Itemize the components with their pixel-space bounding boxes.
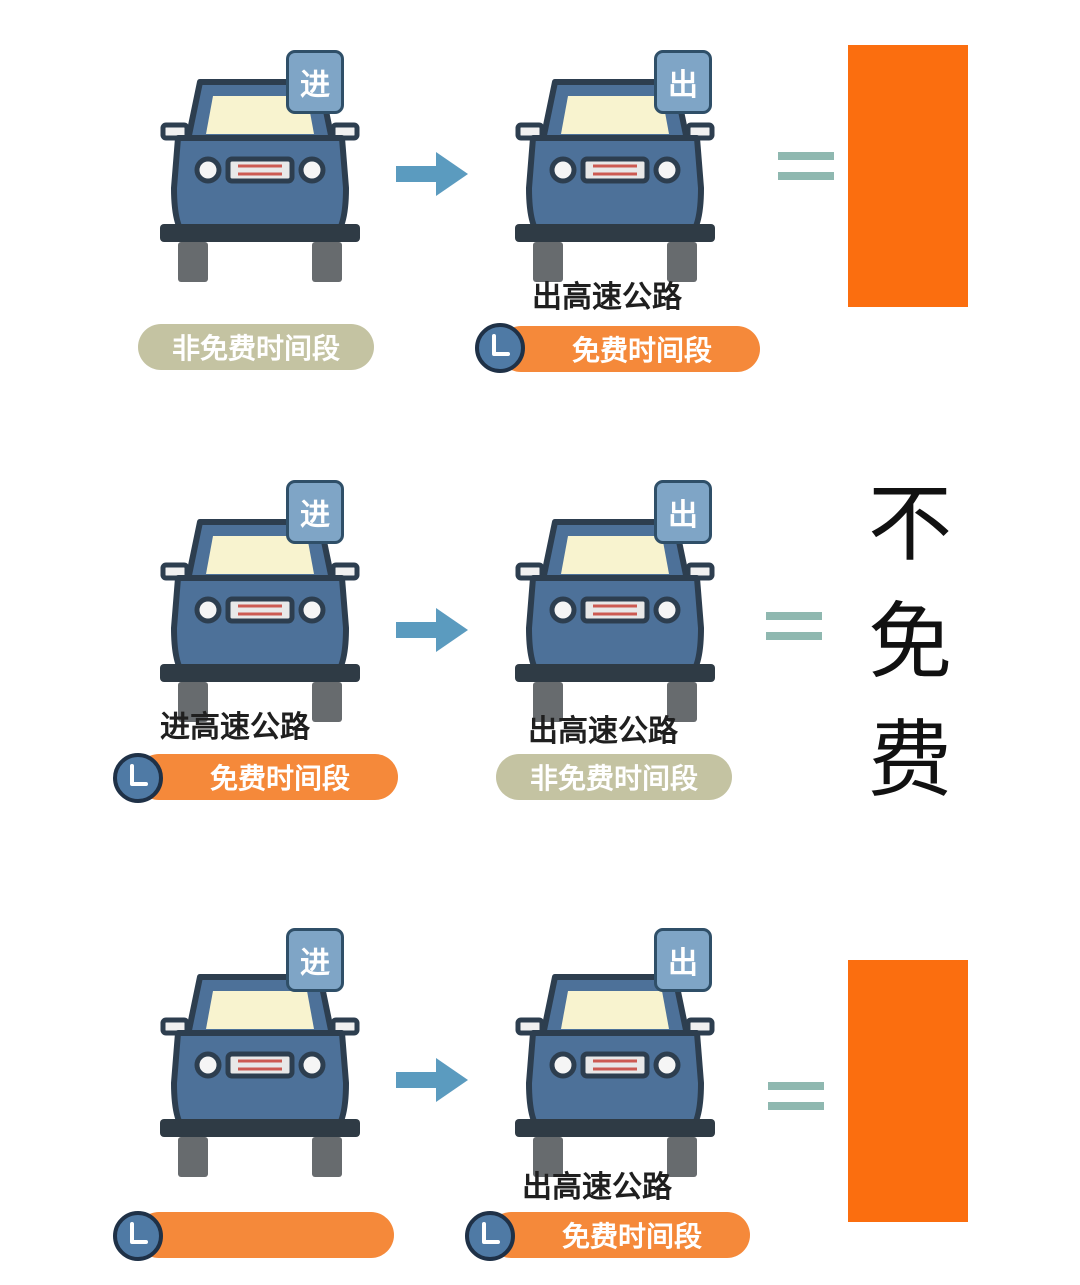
clock-icon (112, 752, 164, 804)
equals-icon (778, 152, 834, 182)
exit-badge: 出 (654, 480, 712, 544)
clock-icon (112, 1210, 164, 1262)
free-period-pill: 免费时间段 (136, 754, 398, 800)
result-box (848, 960, 968, 1222)
exit-highway-label: 出高速公路 (532, 280, 682, 315)
enter-badge: 进 (286, 480, 344, 544)
scenario-row-2: 进 出 进高速公路 出高速公路 免费时间段 非免费时间段 (0, 430, 1080, 830)
not-free-char-3: 费 (867, 711, 952, 809)
non-free-period-pill: 非免费时间段 (496, 754, 732, 800)
hidden-period-pill (136, 1212, 394, 1258)
arrow-right-icon (396, 608, 468, 652)
scenario-row-1: 进 出 出高速公路 非免费时间段 免费时间段 (0, 0, 1080, 400)
clock-icon (464, 1210, 516, 1262)
equals-icon (766, 612, 822, 642)
equals-icon (768, 1082, 824, 1112)
car-enter-icon (160, 965, 360, 1185)
exit-badge: 出 (654, 928, 712, 992)
enter-highway-label: 进高速公路 (160, 710, 310, 745)
enter-badge: 进 (286, 50, 344, 114)
free-period-pill: 免费时间段 (488, 1212, 750, 1258)
free-period-pill: 免费时间段 (498, 326, 760, 372)
enter-badge: 进 (286, 928, 344, 992)
arrow-right-icon (396, 152, 468, 196)
clock-icon (474, 322, 526, 374)
not-free-char-1: 不 (867, 475, 952, 573)
not-free-text: 不 免 费 (860, 465, 960, 819)
exit-highway-label: 出高速公路 (522, 1170, 672, 1205)
exit-badge: 出 (654, 50, 712, 114)
car-exit-icon (515, 965, 715, 1185)
not-free-char-2: 免 (867, 593, 952, 691)
exit-highway-label: 出高速公路 (528, 714, 678, 749)
non-free-period-pill: 非免费时间段 (138, 324, 374, 370)
scenario-row-3: 进 出 出高速公路 免费时间段 (0, 880, 1080, 1280)
result-box (848, 45, 968, 307)
arrow-right-icon (396, 1058, 468, 1102)
